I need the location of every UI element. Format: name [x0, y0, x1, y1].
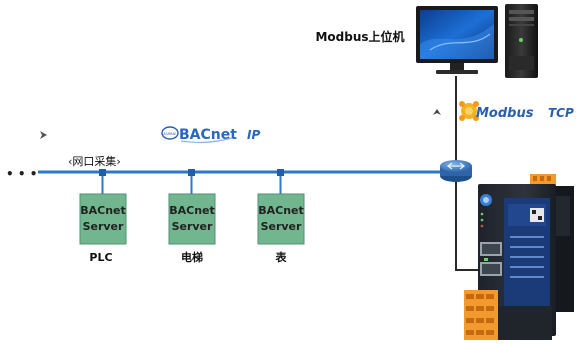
bacnet-logo-icon: ASHRAE BACnet — [161, 126, 237, 144]
server-node-meter: BACnet Server 表 — [257, 169, 305, 264]
server-caption: PLC — [89, 251, 112, 264]
server-line2: Server — [172, 220, 213, 233]
bacnet-logo-small: ASHRAE — [164, 132, 177, 136]
server-caption: 表 — [275, 250, 288, 264]
server-box — [79, 193, 127, 245]
modbus-tcp-name: Modbus — [476, 106, 534, 121]
server-line1: BACnet — [80, 204, 126, 217]
modbus-logo-icon — [459, 101, 479, 121]
server-line1: BACnet — [169, 204, 215, 217]
server-node-elevator: BACnet Server 电梯 — [168, 169, 216, 264]
bacnet-ip-suffix: IP — [247, 128, 260, 142]
bacnet-logo-text: BACnet — [179, 127, 237, 143]
subnet-label: ‹网口采集› — [68, 154, 121, 168]
bullet-arrow-icon — [40, 131, 47, 139]
host-tower-icon — [505, 4, 538, 78]
server-box — [168, 193, 216, 245]
server-line2: Server — [83, 220, 124, 233]
gateway-device-icon — [464, 174, 574, 340]
bus-tap — [99, 169, 106, 176]
network-ellipsis: • • • — [6, 167, 37, 181]
modbus-tcp-suffix: TCP — [548, 106, 574, 120]
server-line2: Server — [261, 220, 302, 233]
server-caption: 电梯 — [181, 250, 203, 264]
bus-tap — [188, 169, 195, 176]
server-node-plc: BACnet Server PLC — [79, 169, 127, 264]
host-monitor-icon — [416, 6, 498, 74]
bus-tap — [277, 169, 284, 176]
gateway-link-line — [455, 182, 484, 271]
server-box — [257, 193, 305, 245]
server-line1: BACnet — [258, 204, 304, 217]
router-icon — [440, 160, 472, 182]
uplink-arrow-icon — [433, 109, 441, 115]
host-label: Modbus上位机 — [315, 29, 404, 44]
